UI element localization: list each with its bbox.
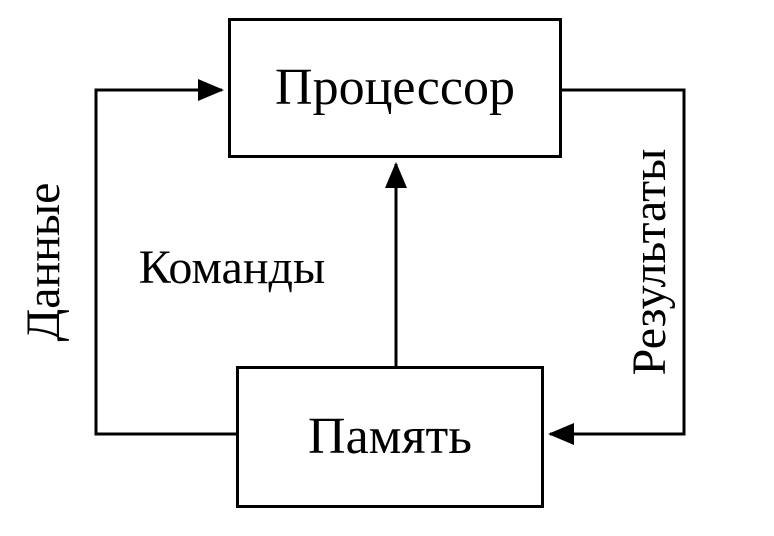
node-memory-label: Память bbox=[308, 408, 472, 465]
node-processor: Процессор bbox=[228, 18, 562, 158]
edge-label-data: Данные bbox=[17, 182, 70, 342]
edge-results-line bbox=[548, 88, 686, 445]
edge-label-commands: Команды bbox=[138, 241, 326, 294]
edge-label-results: Результаты bbox=[623, 148, 676, 376]
node-processor-label: Процессор bbox=[275, 59, 515, 116]
edge-data-line bbox=[94, 79, 236, 436]
node-memory: Память bbox=[236, 366, 544, 508]
